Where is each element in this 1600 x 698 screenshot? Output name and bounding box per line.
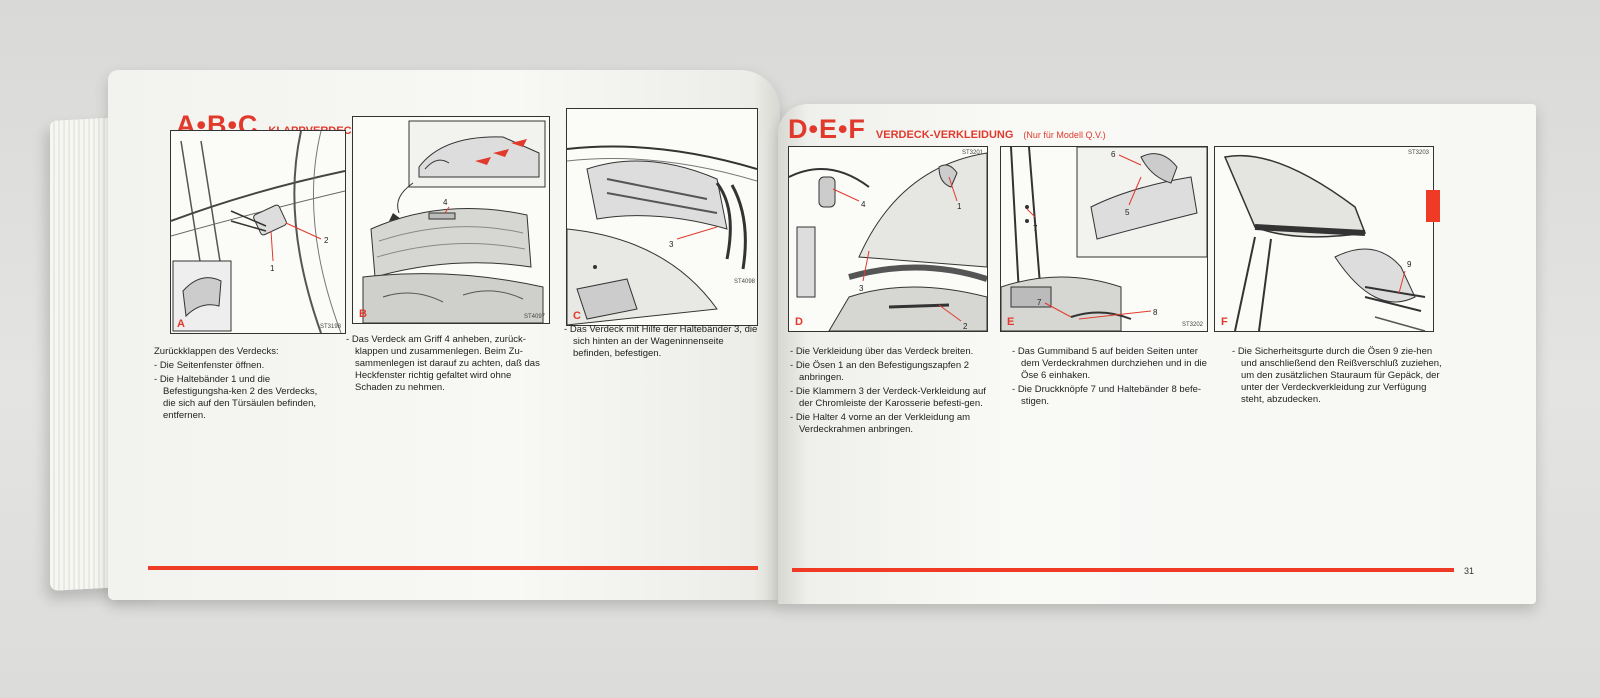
- right-page: D•E•F VERDECK-VERKLEIDUNG (Nur für Model…: [778, 104, 1536, 604]
- elastic-band-illustration: 6 5 7 7 8: [1001, 147, 1207, 331]
- callout-3: 3: [669, 240, 674, 249]
- callout-9-f: 9: [1407, 260, 1412, 269]
- right-col2-item-1: Das Gummiband 5 auf beiden Seiten unter …: [1012, 346, 1218, 382]
- page-number: 31: [1464, 566, 1475, 576]
- panel-code-b: ST4097: [523, 314, 545, 320]
- panel-label-d: D: [795, 316, 803, 328]
- figure-panel-e: 6 5 7 7 8 E ST3202: [1000, 146, 1208, 332]
- right-col1-item-3: Die Klammern 3 der Verdeck-Verkleidung a…: [790, 386, 996, 410]
- left-bottom-rule: [148, 566, 758, 570]
- panel-code-a: ST3198: [319, 324, 341, 330]
- right-col1-item-2: Die Ösen 1 an den Befestigungszapfen 2 a…: [790, 360, 996, 384]
- callout-6-e: 6: [1111, 150, 1116, 159]
- right-bottom-rule: [792, 568, 1454, 572]
- right-heading-letters: D•E•F: [788, 114, 866, 144]
- callout-5-e: 5: [1125, 208, 1130, 217]
- callout-2-d: 2: [963, 322, 968, 331]
- figure-panel-f: 9 F ST3203: [1214, 146, 1434, 332]
- panel-label-c: C: [573, 310, 581, 322]
- folding-top-latch-illustration: 1 2: [171, 131, 345, 333]
- left-col1-item-2: Die Haltebänder 1 und die Befestigungsha…: [154, 374, 330, 422]
- callout-4-d: 4: [861, 200, 866, 209]
- right-column-1-text: Die Verkleidung über das Verdeck breiten…: [790, 346, 996, 438]
- right-column-3-text: Die Sicherheitsgurte durch die Ösen 9 zi…: [1232, 346, 1446, 408]
- panel-label-b: B: [359, 308, 367, 320]
- callout-8-e: 8: [1153, 308, 1158, 317]
- secured-hood-straps-illustration: 3: [567, 145, 757, 325]
- section-edge-tab: [1426, 190, 1440, 222]
- left-column-1-text: Zurückklappen des Verdecks: Die Seitenfe…: [154, 346, 330, 424]
- right-col2-item-2: Die Druckknöpfe 7 und Haltebänder 8 befe…: [1012, 384, 1218, 408]
- panel-label-a: A: [177, 318, 185, 330]
- left-col1-intro: Zurückklappen des Verdecks:: [154, 346, 279, 357]
- panel-label-e: E: [1007, 316, 1015, 328]
- left-col2-item-1: Das Verdeck am Griff 4 anheben, zurück-k…: [346, 334, 546, 394]
- right-heading: D•E•F VERDECK-VERKLEIDUNG (Nur für Model…: [788, 114, 1106, 145]
- callout-4: 4: [443, 198, 448, 207]
- left-col3-item-1: Das Verdeck mit Hilfe der Haltebänder 3,…: [564, 324, 760, 360]
- callout-1-d: 1: [957, 202, 962, 211]
- figure-panel-c: 3 C ST4098: [566, 108, 758, 326]
- panel-code-f: ST3203: [1407, 150, 1429, 156]
- panel-code-c: ST4098: [733, 279, 755, 285]
- panel-label-f: F: [1221, 316, 1228, 328]
- figure-panel-d: 4 1 3 2 D ST3201: [788, 146, 988, 332]
- right-col3-item-1: Die Sicherheitsgurte durch die Ösen 9 zi…: [1232, 346, 1446, 406]
- right-heading-title: VERDECK-VERKLEIDUNG: [875, 129, 1014, 141]
- cover-fitting-illustration: 4 1 3 2: [789, 152, 987, 331]
- panel-code-e: ST3202: [1181, 322, 1203, 328]
- right-heading-note: (Nur für Modell Q.V.): [1023, 130, 1106, 140]
- left-column-3-text: Das Verdeck mit Hilfe der Haltebänder 3,…: [564, 324, 760, 362]
- callout-3-d: 3: [859, 284, 864, 293]
- right-col1-item-4: Die Halter 4 vorne an der Verkleidung am…: [790, 412, 996, 436]
- seat-belt-zipper-illustration: 9: [1223, 154, 1426, 331]
- right-col1-item-1: Die Verkleidung über das Verdeck breiten…: [790, 346, 996, 358]
- right-column-2-text: Das Gummiband 5 auf beiden Seiten unter …: [1012, 346, 1218, 410]
- callout-7-e-lower: 7: [1037, 298, 1042, 307]
- callout-7-e-upper: 7: [1033, 224, 1038, 233]
- figure-panel-a: 1 2 A ST3198: [170, 130, 346, 334]
- panel-code-d: ST3201: [961, 150, 983, 156]
- figure-panel-b: 4 B ST4097: [352, 116, 550, 324]
- folded-hood-illustration: 4: [362, 120, 546, 323]
- callout-1: 1: [270, 264, 275, 273]
- left-column-2-text: Das Verdeck am Griff 4 anheben, zurück-k…: [346, 334, 546, 396]
- callout-2: 2: [324, 236, 329, 245]
- left-page: A•B•C KLAPPVERDECK 1 2 A ST3198: [108, 70, 780, 600]
- left-col1-item-1: Die Seitenfenster öffnen.: [154, 360, 330, 372]
